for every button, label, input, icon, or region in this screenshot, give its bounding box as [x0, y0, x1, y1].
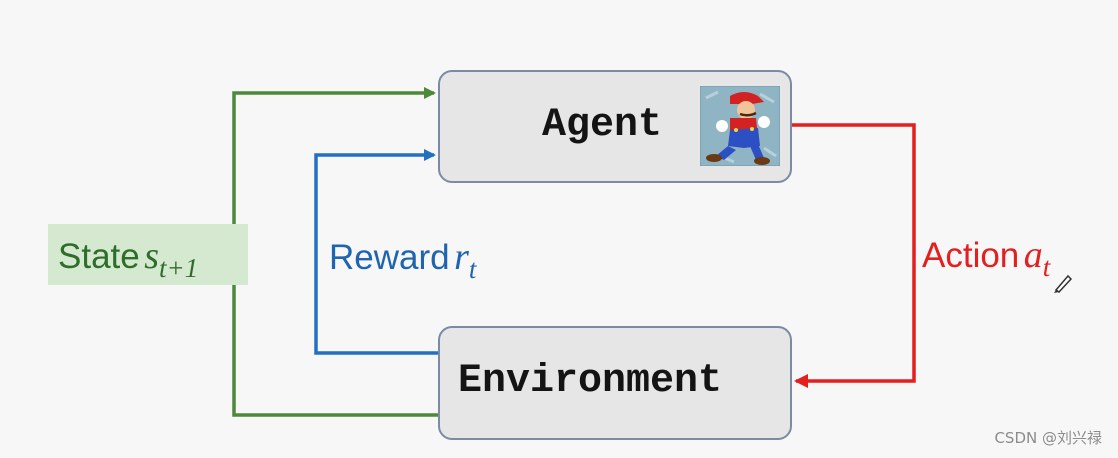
watermark: CSDN @刘兴禄: [994, 429, 1102, 447]
reward-word: Reward: [329, 238, 450, 277]
action-arrow: [792, 123, 916, 388]
reward-subscript: t: [468, 254, 477, 284]
agent-node-label: Agent: [542, 103, 663, 148]
action-word: Action: [922, 236, 1020, 275]
state-symbol: s: [144, 235, 159, 277]
environment-node-label: Environment: [458, 359, 723, 404]
action-edge-label: Action at: [922, 234, 1050, 281]
state-edge-label: State st+1: [58, 235, 198, 282]
state-label-highlight: [48, 224, 248, 285]
action-subscript: t: [1042, 252, 1051, 282]
state-subscript: t+1: [158, 253, 199, 283]
action-symbol: a: [1023, 234, 1043, 276]
reward-symbol: r: [454, 236, 469, 278]
pen-cursor-icon: [1054, 274, 1073, 293]
environment-node: [438, 326, 792, 440]
reward-arrow: [314, 149, 438, 355]
mario-character-icon: [700, 86, 780, 166]
state-word: State: [58, 237, 140, 276]
reward-edge-label: Reward rt: [329, 236, 476, 283]
